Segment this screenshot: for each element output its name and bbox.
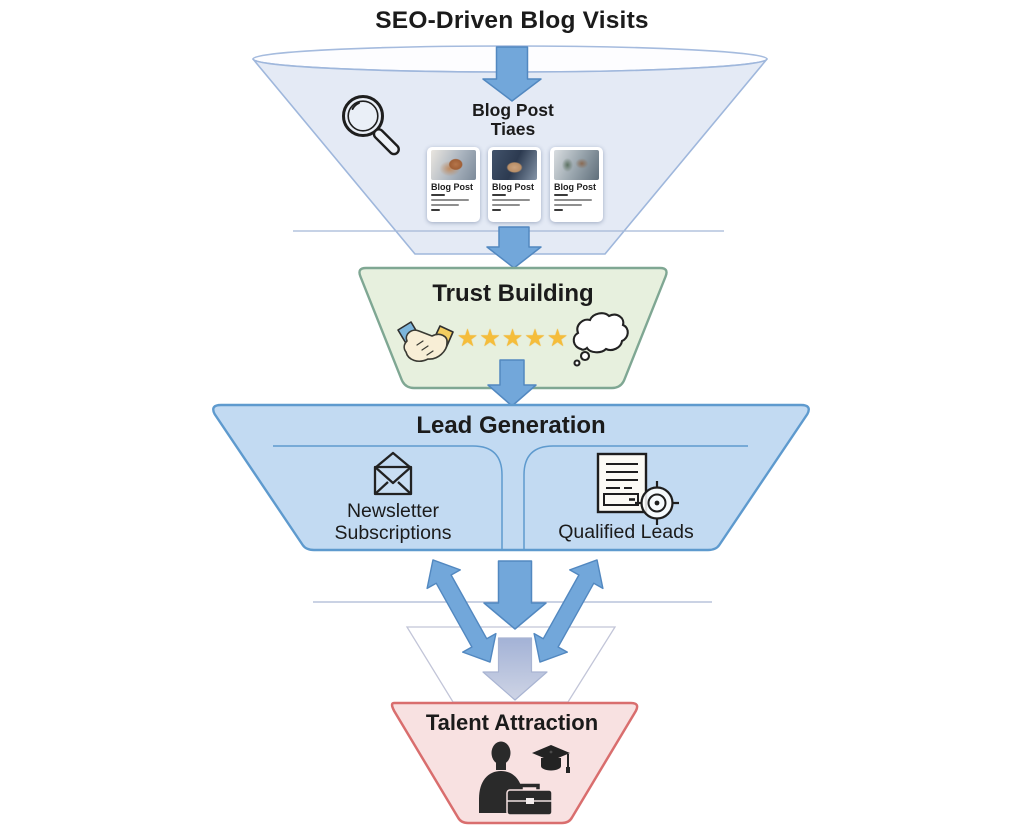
arrow-double-right-icon (533, 559, 604, 663)
text-line (554, 208, 563, 211)
arrow-down-funnel-to-trust-icon (486, 226, 542, 269)
arrow-double-left-icon (426, 559, 497, 663)
envelope-icon (373, 451, 413, 496)
blog-post-card-label: Blog Post (492, 182, 534, 192)
arrow-down-leads-center-icon (483, 560, 547, 630)
text-line (554, 203, 582, 206)
newsletter-label-line2: Subscriptions (334, 521, 452, 544)
text-line (554, 198, 592, 201)
blog-post-card: Blog Post (427, 147, 480, 222)
talent-attraction-title: Talent Attraction (425, 710, 599, 735)
thought-bubble-icon (572, 312, 629, 367)
star-rating-icon: ★★★★★ (456, 324, 570, 352)
text-line (492, 193, 506, 196)
text-line (492, 198, 530, 201)
blog-post-card-label: Blog Post (554, 182, 596, 192)
text-line (554, 193, 568, 196)
blog-post-thumbnail (431, 150, 476, 180)
text-line (431, 203, 459, 206)
trust-building-title: Trust Building (432, 280, 594, 307)
briefcase-icon (506, 783, 553, 816)
blog-heading-line1: Blog Post (472, 100, 554, 120)
text-line (431, 208, 440, 211)
arrow-down-into-funnel-icon (482, 46, 542, 102)
talent-trapezoid (390, 701, 639, 825)
arrow-down-faded-icon (482, 637, 548, 701)
diagram-title: SEO-Driven Blog Visits (375, 7, 649, 34)
text-line (431, 193, 445, 196)
leads-divider-right (523, 445, 748, 549)
handshake-icon (397, 321, 454, 362)
document-target-icon (596, 452, 679, 525)
blog-post-card-label: Blog Post (431, 182, 473, 192)
graduation-cap-icon (532, 745, 570, 773)
text-line (492, 208, 501, 211)
arrow-down-trust-to-leads-icon (487, 359, 537, 407)
lead-generation-title: Lead Generation (416, 412, 606, 439)
blog-post-heading: Blog Post Tiaes (432, 101, 594, 138)
blog-post-thumbnail (554, 150, 599, 180)
magnifier-icon (342, 95, 400, 156)
qualified-leads-label: Qualified Leads (558, 521, 694, 543)
text-line (431, 198, 469, 201)
newsletter-label-line1: Newsletter (346, 500, 440, 522)
blog-post-card: Blog Post (488, 147, 541, 222)
blog-heading-line2: Tiaes (490, 118, 536, 139)
leads-divider-left (273, 445, 503, 549)
text-line (492, 203, 520, 206)
blog-post-thumbnail (492, 150, 537, 180)
newsletter-subscriptions-label: Newsletter Subscriptions (312, 500, 474, 544)
blog-post-card: Blog Post (550, 147, 603, 222)
